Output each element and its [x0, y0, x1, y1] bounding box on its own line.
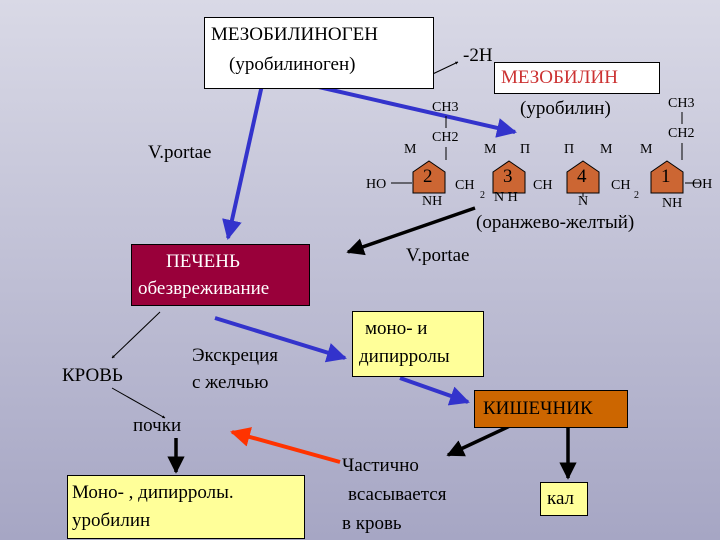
ho-label: HO: [366, 177, 387, 192]
arrow-to-kishechnik: [399, 376, 470, 406]
ring-3-number: 3: [503, 166, 513, 187]
mono-urobilin-box: Моно- , дипирролы. уробилин: [67, 475, 305, 539]
kishechnik-box: КИШЕЧНИК: [474, 390, 628, 428]
minus-2h-label: -2H: [463, 45, 493, 66]
pyrrole-ring-2: [412, 160, 446, 194]
mesobilin-label: МЕЗОБИЛИН: [501, 67, 618, 88]
mesobilin-box: МЕЗОБИЛИН: [494, 62, 660, 94]
pyrrole-ring-4: [566, 160, 600, 194]
pyrrole-ring-1: [650, 160, 684, 194]
ch3-right: CH3: [668, 96, 695, 111]
sub-m4: М: [640, 142, 653, 157]
nh-ring-2: NH: [422, 194, 443, 209]
ring-1-number: 1: [661, 166, 671, 187]
arrow-mesobilinogen-to-mesobilin: [309, 83, 517, 138]
mono-di-line-2: дипирролы: [359, 346, 450, 367]
kishechnik-label: КИШЕЧНИК: [483, 398, 593, 419]
mono-urobilin-line-1: Моно- , дипирролы.: [72, 482, 234, 503]
bridge-ch2-c: CH: [611, 178, 631, 193]
nh-ring-3: N H: [494, 190, 518, 205]
arrow-to-dipirroly: [214, 316, 347, 363]
chastichno-line-3: в кровь: [342, 513, 402, 534]
sub-m2: М: [484, 142, 497, 157]
ring-4-number: 4: [577, 166, 587, 187]
mono-urobilin-line-2: уробилин: [72, 510, 151, 531]
arrow-red-to-pochki: [230, 427, 341, 464]
pechen-box: ПЕЧЕНЬ обезвреживание: [131, 244, 310, 306]
urobilin-label: (уробилин): [520, 98, 611, 119]
krov-label: КРОВЬ: [62, 365, 123, 386]
bridge-ch2-a: CH: [455, 178, 475, 193]
chastichno-line-1: Частично: [342, 455, 419, 476]
kal-box: кал: [540, 482, 588, 516]
arrow-krov-to-pochki: [111, 387, 166, 419]
ch2-right: CH2: [668, 126, 695, 141]
mesobilinogen-label: МЕЗОБИЛИНОГЕН: [211, 24, 378, 45]
sub-p1: П: [520, 142, 531, 157]
bridge-ch-b: CH: [533, 178, 553, 193]
ch3-left: CH3: [432, 100, 459, 115]
bridge-sub2-c: 2: [634, 190, 639, 201]
arrow-kishechnik-to-chastichno: [446, 423, 513, 457]
pechen-label: ПЕЧЕНЬ: [166, 251, 240, 272]
nh-ring-1: NH: [662, 196, 683, 211]
color-label: (оранжево-желтый): [476, 212, 635, 233]
vportae-label: V.portae: [148, 142, 212, 163]
oh-label: OH: [692, 177, 713, 192]
urobilinogen-label: (уробилиноген): [229, 54, 356, 75]
n-ring-4: N: [578, 194, 589, 209]
ekskreciya-line-1: Экскреция: [192, 345, 278, 366]
pochki-label: почки: [133, 415, 182, 436]
mono-di-line-1: моно- и: [365, 318, 428, 339]
kal-label: кал: [547, 488, 575, 509]
ch2-left: CH2: [432, 130, 459, 145]
sub-m1: М: [404, 142, 417, 157]
bridge-sub2-a: 2: [480, 190, 485, 201]
mesobilinogen-box: МЕЗОБИЛИНОГЕН (уробилиноген): [204, 17, 434, 89]
arrow-portae-to-pechen: [346, 206, 476, 256]
sub-m3: М: [600, 142, 613, 157]
obezvr-label: обезвреживание: [138, 278, 270, 299]
ring-2-number: 2: [423, 166, 433, 187]
arrow-to-krov: [111, 311, 161, 359]
arrow-to-pechen: [222, 84, 264, 240]
ekskreciya-line-2: с желчью: [192, 372, 269, 393]
chastichno-line-2: всасывается: [348, 484, 447, 505]
pyrrole-ring-3: [492, 160, 526, 194]
sub-p2: П: [564, 142, 575, 157]
dipirroly-box: моно- и дипирролы: [352, 311, 484, 377]
vportae-label-2: V.portae: [406, 245, 470, 266]
